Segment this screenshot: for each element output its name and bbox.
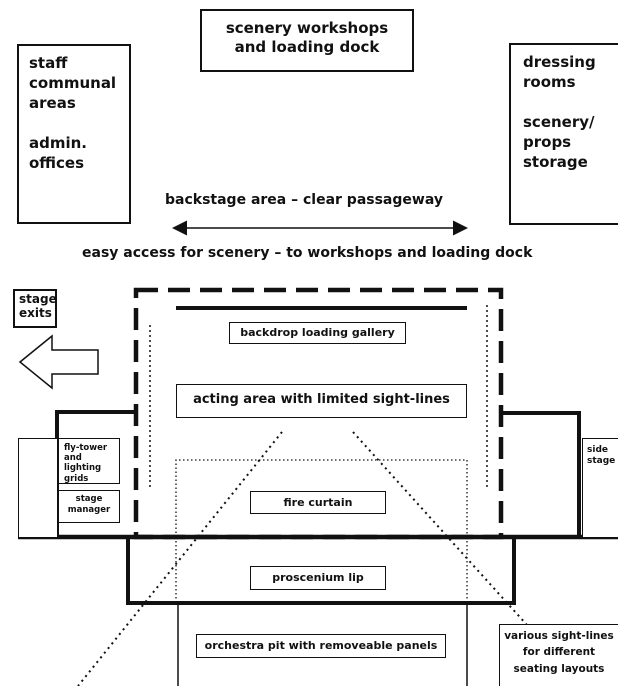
stage-exits-label: stage exits	[19, 292, 57, 321]
proscenium-lip-box: proscenium lip	[250, 566, 386, 590]
acting-area-label: acting area with limited sight-lines	[193, 392, 450, 407]
staff-box: staff communal areas admin. offices	[17, 44, 131, 224]
fire-curtain-box: fire curtain	[250, 491, 386, 514]
side-stage-label: side stage	[587, 445, 616, 466]
stage-manager-box: stage manager	[58, 490, 120, 523]
fly-tower-label: fly-tower and lighting grids	[64, 443, 108, 484]
fire-curtain-label: fire curtain	[283, 496, 353, 509]
stage-manager-label: stage manager	[67, 494, 111, 515]
sight-lines-label: various sight-lines for different seatin…	[504, 630, 614, 675]
left-building	[18, 438, 58, 537]
sight-line-left	[77, 431, 283, 686]
backdrop-gallery-box: backdrop loading gallery	[229, 322, 406, 344]
proscenium-outline	[126, 537, 516, 605]
orchestra-pit-box: orchestra pit with removeable panels	[196, 634, 446, 658]
proscenium-lip-label: proscenium lip	[272, 571, 364, 584]
side-stage-box: side stage	[582, 438, 618, 537]
dressing-rooms-box: dressing rooms scenery/ props storage	[509, 43, 618, 225]
acting-area-box: acting area with limited sight-lines	[176, 384, 467, 418]
dressing-rooms-label: dressing rooms scenery/ props storage	[523, 53, 596, 171]
orchestra-pit-label: orchestra pit with removeable panels	[204, 639, 438, 652]
sight-lines-box: various sight-lines for different seatin…	[499, 624, 618, 686]
sight-line-right	[352, 431, 528, 626]
fly-tower-box: fly-tower and lighting grids	[58, 438, 120, 484]
right-wing-wall	[501, 411, 581, 537]
easy-access-label: easy access for scenery – to workshops a…	[82, 245, 533, 261]
backdrop-gallery-label: backdrop loading gallery	[240, 326, 395, 339]
scenery-workshops-label: scenery workshops and loading dock	[225, 19, 389, 56]
scenery-workshops-box: scenery workshops and loading dock	[200, 9, 414, 72]
stage-exits-arrow-icon	[18, 334, 99, 390]
backstage-area-label: backstage area – clear passageway	[165, 192, 443, 208]
stage-exits-box: stage exits	[13, 289, 57, 328]
staff-areas-label: staff communal areas admin. offices	[29, 54, 117, 172]
